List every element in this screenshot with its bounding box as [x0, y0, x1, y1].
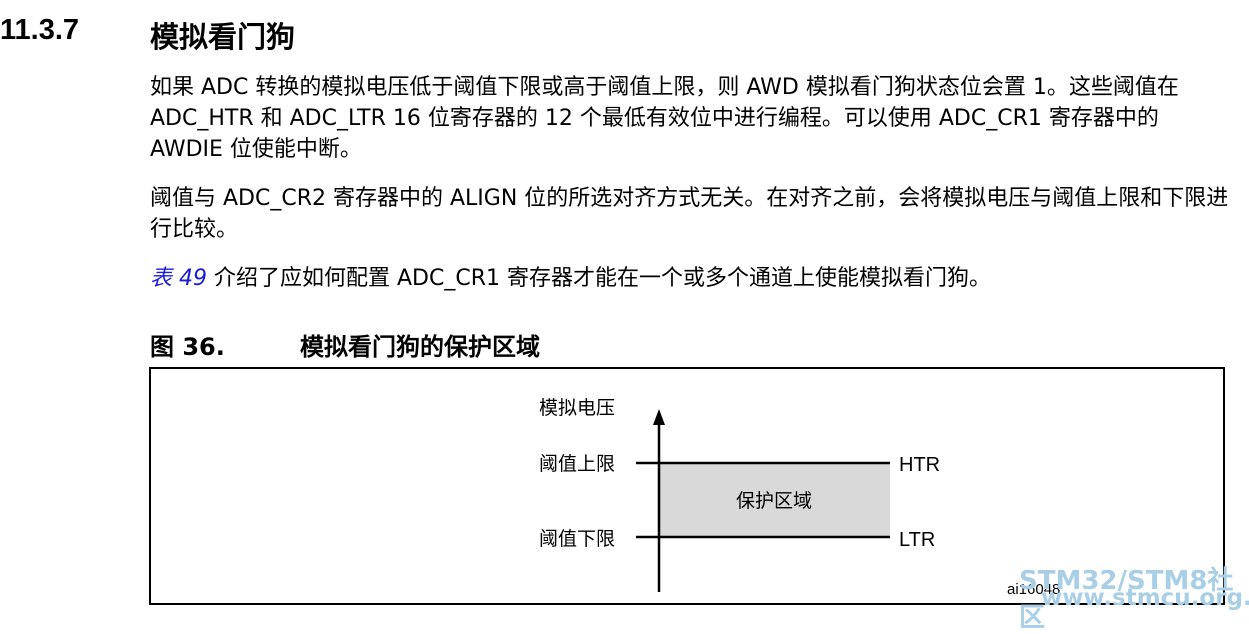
- figure-number: 图 36.: [150, 333, 225, 361]
- paragraph-3: 表 49 介绍了应如何配置 ADC_CR1 寄存器才能在一个或多个通道上使能模拟…: [150, 263, 1230, 294]
- guarded-zone-label: 保护区域: [736, 490, 812, 512]
- watermark-line-2: www.stmcu.org.cn: [1041, 585, 1249, 611]
- htr-label: HTR: [899, 454, 940, 476]
- table-49-link[interactable]: 表 49: [150, 266, 207, 291]
- guarded-zone: [659, 463, 890, 537]
- section-title: 模拟看门狗: [150, 20, 296, 54]
- upper-threshold-label: 阈值上限: [539, 453, 615, 475]
- y-axis-arrow-icon: [653, 409, 665, 425]
- ltr-label: LTR: [899, 529, 935, 551]
- y-axis-label: 模拟电压: [539, 397, 615, 419]
- figure-title: 模拟看门狗的保护区域: [300, 333, 540, 361]
- section-number: 11.3.7: [0, 14, 80, 46]
- paragraph-2: 阈值与 ADC_CR2 寄存器中的 ALIGN 位的所选对齐方式无关。在对齐之前…: [150, 186, 1229, 242]
- figure-id: ai16048: [1007, 581, 1060, 598]
- watermark-line-1: STM32/STM8社区: [1019, 566, 1234, 633]
- paragraph-3-text: 介绍了应如何配置 ADC_CR1 寄存器才能在一个或多个通道上使能模拟看门狗。: [207, 266, 991, 291]
- watchdog-diagram: 模拟电压 阈值上限 阈值下限 HTR LTR 保护区域 ai16048: [539, 397, 1060, 598]
- lower-threshold-label: 阈值下限: [539, 528, 615, 550]
- paragraph-1: 如果 ADC 转换的模拟电压低于阈值下限或高于阈值上限，则 AWD 模拟看门狗状…: [150, 75, 1179, 162]
- figure-frame: 模拟电压 阈值上限 阈值下限 HTR LTR 保护区域 ai16048: [149, 367, 1225, 605]
